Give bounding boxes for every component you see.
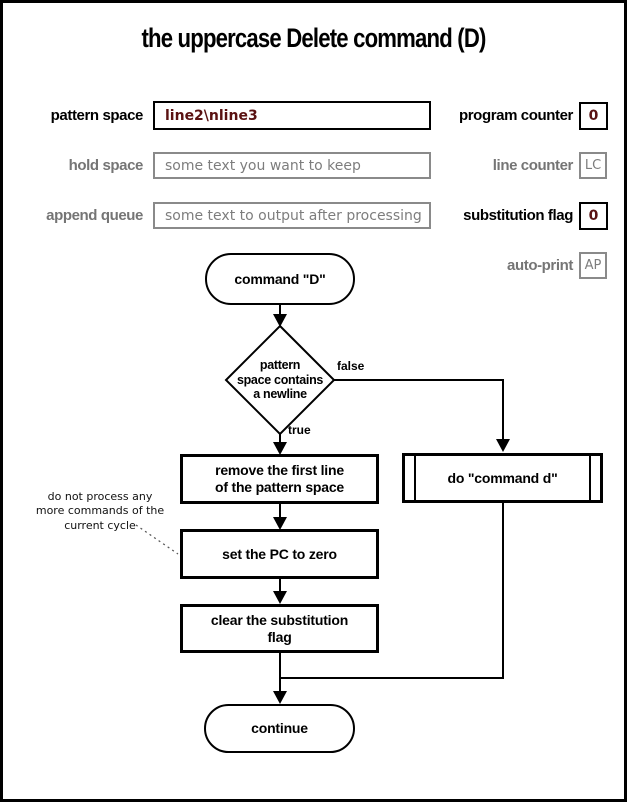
process-clear-line-2: flag bbox=[267, 628, 292, 645]
page-title: the uppercase Delete command (D) bbox=[141, 23, 486, 53]
end-node-label: continue bbox=[251, 720, 308, 737]
subroutine-inner-line-right bbox=[589, 456, 591, 500]
pattern-space-value: line2\nline3 bbox=[165, 107, 258, 124]
decision-line-3: a newline bbox=[253, 387, 307, 402]
process-remove-line-2: of the pattern space bbox=[214, 479, 345, 495]
branch-true-label: true bbox=[288, 423, 311, 437]
process-set-pc-zero: set the PC to zero bbox=[180, 529, 379, 579]
process-set-pc-label: set the PC to zero bbox=[222, 545, 337, 562]
pattern-space-label: pattern space bbox=[50, 107, 144, 124]
substitution-flag-value: 0 bbox=[588, 208, 599, 224]
annotation-note: do not process any more commands of the … bbox=[25, 490, 175, 533]
pattern-space-box: line2\nline3 bbox=[153, 101, 431, 130]
line-counter-value: LC bbox=[584, 158, 602, 173]
hold-space-box: some text you want to keep bbox=[153, 152, 431, 179]
annotation-line-3: current cycle bbox=[64, 518, 136, 532]
auto-print-box: AP bbox=[579, 252, 607, 279]
annotation-line-1: do not process any bbox=[47, 490, 153, 503]
program-counter-box: 0 bbox=[579, 102, 608, 130]
auto-print-value: AP bbox=[584, 258, 602, 273]
start-node-label: command "D" bbox=[234, 270, 326, 287]
branch-false-label: false bbox=[337, 359, 365, 373]
append-queue-value: some text to output after processing bbox=[165, 207, 422, 224]
append-queue-box: some text to output after processing bbox=[153, 202, 431, 229]
process-clear-substitution-flag: clear the substitution flag bbox=[180, 604, 379, 653]
hold-space-value: some text you want to keep bbox=[165, 157, 361, 174]
decision-line-2: space contains bbox=[236, 372, 324, 387]
process-remove-first-line: remove the first line of the pattern spa… bbox=[180, 454, 379, 504]
substitution-flag-label: substitution flag bbox=[463, 207, 573, 224]
flowchart-connectors bbox=[135, 305, 510, 704]
program-counter-value: 0 bbox=[588, 108, 599, 124]
subroutine-label: do "command d" bbox=[447, 469, 558, 486]
hold-space-label: hold space bbox=[68, 157, 144, 174]
substitution-flag-box: 0 bbox=[579, 202, 608, 230]
end-node: continue bbox=[204, 704, 355, 753]
append-queue-label: append queue bbox=[46, 207, 143, 224]
subroutine-inner-line-left bbox=[414, 456, 416, 500]
annotation-line-2: more commands of the bbox=[35, 504, 165, 518]
process-remove-line-1: remove the first line bbox=[215, 462, 344, 479]
program-counter-label: program counter bbox=[458, 107, 573, 124]
decision-line-1: pattern bbox=[259, 358, 301, 373]
line-counter-box: LC bbox=[579, 152, 607, 179]
process-clear-line-1: clear the substitution bbox=[210, 611, 349, 628]
decision-node: pattern space contains a newline bbox=[226, 328, 334, 432]
subroutine-do-command-d: do "command d" bbox=[402, 453, 603, 503]
auto-print-label: auto-print bbox=[507, 257, 573, 274]
line-counter-label: line counter bbox=[492, 157, 574, 174]
start-node: command "D" bbox=[205, 253, 355, 305]
